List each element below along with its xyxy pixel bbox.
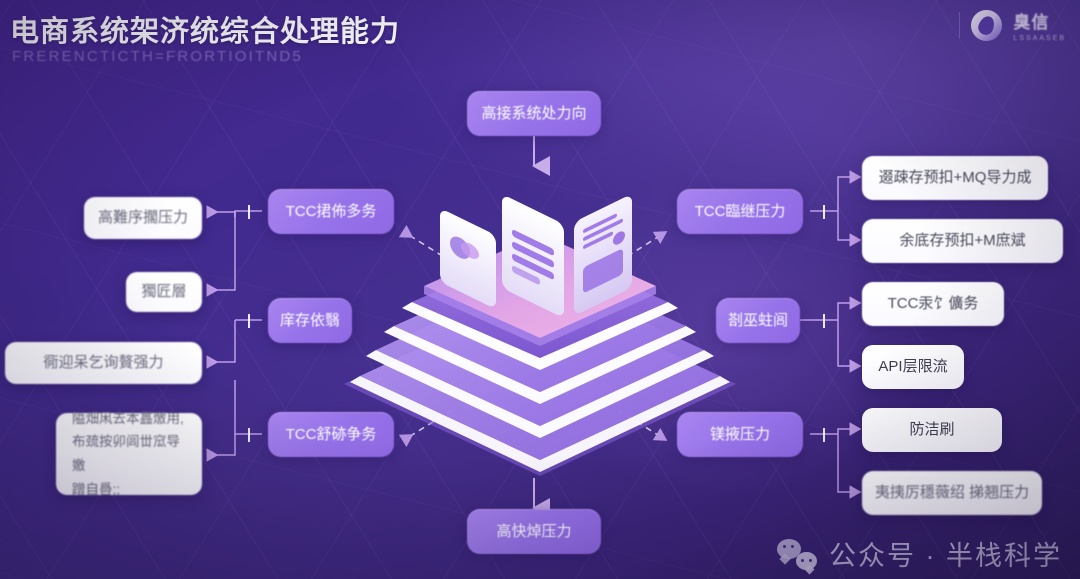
brand-logo: 臭信 LSSAASEB [959, 8, 1066, 42]
node-outer-right-5[interactable]: 防洁刷 [862, 408, 1002, 452]
node-inner-right-3[interactable]: 镁掖压力 [677, 412, 803, 457]
brand-mark-icon [971, 9, 1003, 41]
brand-name-en: LSSAASEB [1013, 35, 1066, 42]
page-subtitle: FRERENCTICTH=FRORTIOITND5 [12, 48, 303, 65]
node-top-direction[interactable]: 高接系统处力向 [467, 91, 601, 136]
node-outer-right-1[interactable]: 逫疎存预扣+MQ导力成 [862, 156, 1048, 200]
node-outer-left-3[interactable]: 衕迎呆乞询贅强力 [5, 342, 202, 384]
node-bottom-pressure[interactable]: 高快焯压力 [467, 509, 601, 554]
brand-wordmark: 臭信 LSSAASEB [1013, 8, 1066, 42]
node-inner-left-1[interactable]: TCC捃佈多务 [268, 189, 394, 234]
node-outer-right-6[interactable]: 夷挗厉穩薇绍 挮翘压力 [862, 471, 1042, 515]
brand-divider [959, 12, 961, 38]
node-inner-right-2[interactable]: 剳巫蛀闾 [716, 298, 800, 343]
wechat-icon [777, 538, 817, 570]
isometric-layered-stack [344, 196, 736, 476]
node-outer-left-1[interactable]: 高難序擱压力 [84, 197, 202, 239]
brand-name-cn: 臭信 [1013, 13, 1050, 32]
node-inner-left-2[interactable]: 庠存依翳 [268, 298, 352, 343]
wechat-watermark: 公众号 · 半栈科学 [777, 534, 1062, 573]
node-outer-right-3[interactable]: TCC汞饣儣务 [862, 282, 1004, 326]
page-title: 电商系统架济统综合处理能力 [10, 16, 401, 48]
node-outer-left-4[interactable]: 隘畑凩去本靐燩用,布巯按卯闾丗窊导嬓蹭自噕;; [56, 411, 202, 497]
node-inner-right-1[interactable]: TCC臨继压力 [677, 189, 803, 234]
node-outer-left-2[interactable]: 獨匠層 [126, 272, 202, 312]
node-outer-right-2[interactable]: 余底存预扣+M庶斌 [862, 219, 1063, 263]
node-inner-left-3[interactable]: TCC舒硛争务 [268, 412, 394, 457]
watermark-text: 公众号 · 半栈科学 [829, 541, 1062, 571]
node-outer-right-4[interactable]: API层限流 [862, 345, 964, 389]
